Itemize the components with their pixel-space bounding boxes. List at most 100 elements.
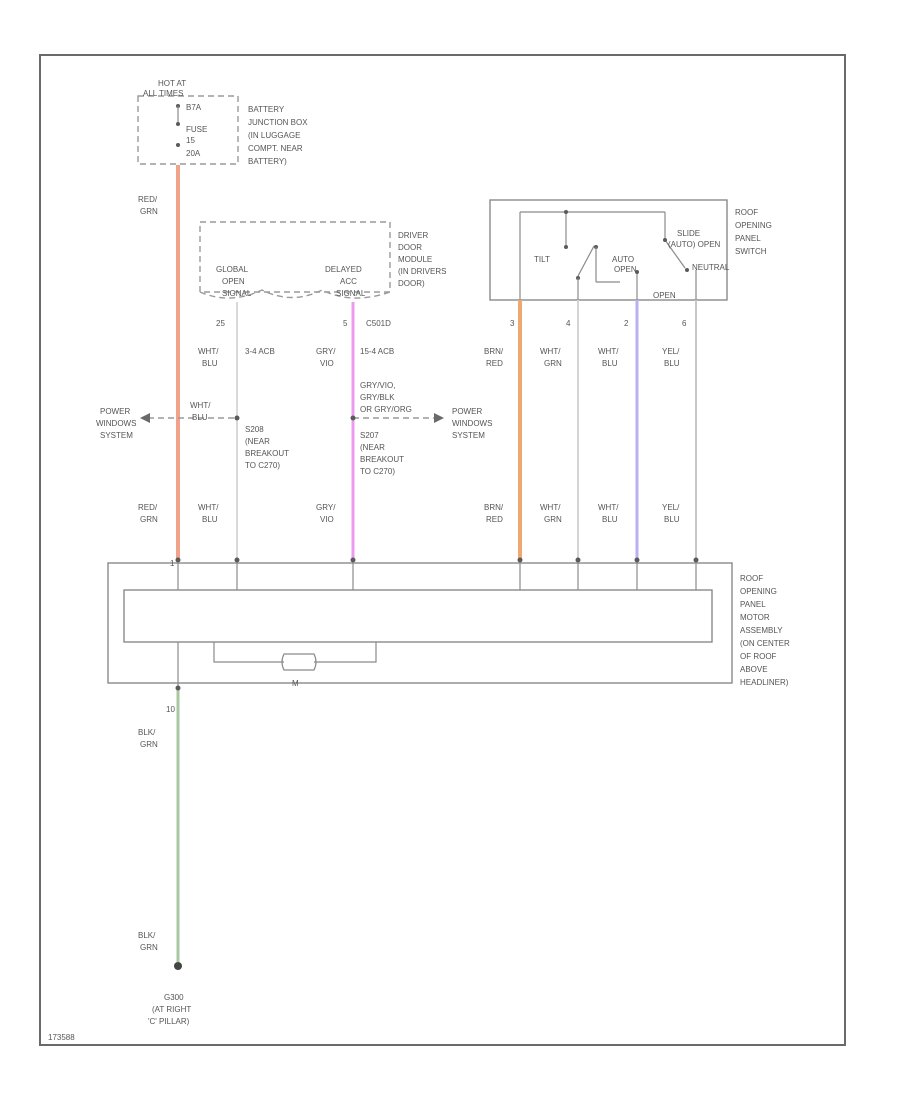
svg-text:15-4 ACB: 15-4 ACB (360, 347, 394, 356)
battery-junction-label: BATTERY JUNCTION BOX (IN LUGGAGE COMPT. … (248, 105, 308, 166)
svg-text:VIO: VIO (320, 515, 334, 524)
wire-label-blk-grn-bottom: BLK/ GRN (138, 931, 158, 952)
connector-c501d: C501D (366, 319, 391, 328)
svg-text:DOOR): DOOR) (398, 279, 425, 288)
ground-point (174, 962, 182, 970)
svg-text:GRN: GRN (140, 943, 158, 952)
wire-label-red-grn-top: RED/ GRN (138, 195, 158, 216)
motor-pin-feed: 1 (170, 559, 175, 568)
roof-opening-panel-motor: M 1 ROOF OPENING PANEL MOTOR ASSEMBLY (O… (107, 559, 790, 690)
diagram-frame (39, 54, 846, 1046)
svg-text:BRN/: BRN/ (484, 347, 504, 356)
svg-text:ABOVE: ABOVE (740, 665, 768, 674)
fuse-pin-top: B7A (186, 103, 202, 112)
svg-text:PANEL: PANEL (740, 600, 766, 609)
svg-text:(AUTO) OPEN: (AUTO) OPEN (668, 240, 721, 249)
svg-text:BLU: BLU (602, 515, 618, 524)
svg-text:GRY/: GRY/ (316, 503, 336, 512)
svg-text:COMPT. NEAR: COMPT. NEAR (248, 144, 303, 153)
svg-text:'C' PILLAR): 'C' PILLAR) (148, 1017, 190, 1026)
svg-text:BLU: BLU (202, 515, 218, 524)
svg-text:RED/: RED/ (138, 195, 158, 204)
svg-text:OPEN: OPEN (614, 265, 637, 274)
arrow-right-icon (434, 413, 444, 423)
svg-text:BLU: BLU (202, 359, 218, 368)
svg-text:OPENING: OPENING (735, 221, 772, 230)
delayed-acc-signal-label: DELAYED ACC SIGNAL (325, 265, 366, 298)
power-windows-left-label: POWER WINDOWS SYSTEM (96, 407, 136, 440)
svg-text:ROOF: ROOF (740, 574, 763, 583)
svg-text:(ON CENTER: (ON CENTER (740, 639, 790, 648)
svg-text:BATTERY: BATTERY (248, 105, 285, 114)
svg-text:WHT/: WHT/ (198, 503, 219, 512)
svg-text:BLU: BLU (664, 515, 680, 524)
svg-text:SIGNAL: SIGNAL (222, 289, 252, 298)
svg-text:GRY/: GRY/ (316, 347, 336, 356)
svg-text:SIGNAL: SIGNAL (336, 289, 366, 298)
driver-door-module: GLOBAL OPEN SIGNAL DELAYED ACC SIGNAL DR… (199, 221, 446, 328)
switch-pin-2: 2 (624, 319, 629, 328)
svg-text:HEADLINER): HEADLINER) (740, 678, 789, 687)
svg-text:WHT/: WHT/ (540, 503, 561, 512)
svg-text:BLU: BLU (192, 413, 208, 422)
figure-id: 173588 (48, 1033, 75, 1042)
wire-label-wht-blu-splice: WHT/ BLU (190, 401, 211, 422)
hot-at-label-1: HOT AT (158, 79, 186, 88)
roof-opening-panel-switch: TILT SLIDE (AUTO) OPEN AUTO OPEN NEUTRAL… (489, 199, 772, 328)
svg-text:G300: G300 (164, 993, 184, 1002)
svg-text:S207: S207 (360, 431, 379, 440)
svg-text:BREAKOUT: BREAKOUT (245, 449, 289, 458)
tilt-label: TILT (534, 255, 550, 264)
svg-text:S208: S208 (245, 425, 264, 434)
wire-label-yel-blu-top: YEL/ BLU (662, 347, 680, 368)
slide-label: SLIDE (AUTO) OPEN (668, 229, 721, 249)
svg-text:MOTOR: MOTOR (740, 613, 770, 622)
motor-connector-pins (175, 557, 699, 691)
fuse-label-1: FUSE (186, 125, 207, 134)
switch-pin-4: 4 (566, 319, 571, 328)
svg-text:OPEN: OPEN (222, 277, 245, 286)
svg-text:3-4 ACB: 3-4 ACB (245, 347, 275, 356)
svg-text:SYSTEM: SYSTEM (452, 431, 485, 440)
wire-label-gry-vio-splice: GRY/VIO, GRY/BLK OR GRY/ORG (360, 381, 412, 414)
wire-label-wht-grn-bottom: WHT/ GRN (540, 503, 562, 524)
wire-label-red-grn-bottom: RED/ GRN (138, 503, 158, 524)
motor-assembly-label: ROOF OPENING PANEL MOTOR ASSEMBLY (ON CE… (740, 574, 790, 687)
arrow-left-icon (140, 413, 150, 423)
wire-label-wht-blu-top: WHT/ BLU 3-4 ACB (198, 347, 275, 368)
svg-text:WINDOWS: WINDOWS (452, 419, 492, 428)
svg-text:(NEAR: (NEAR (245, 437, 270, 446)
svg-text:GRN: GRN (140, 207, 158, 216)
wire-label-brn-red-bottom: BRN/ RED (484, 503, 504, 524)
wire-label-wht-blu2-bottom: WHT/ BLU (598, 503, 619, 524)
global-open-pin: 25 (216, 319, 225, 328)
ground-g300-label: G300 (AT RIGHT 'C' PILLAR) (148, 993, 191, 1026)
wire-label-wht-blu2-top: WHT/ BLU (598, 347, 619, 368)
svg-text:GRN: GRN (140, 515, 158, 524)
svg-text:BLU: BLU (664, 359, 680, 368)
svg-text:ACC: ACC (340, 277, 357, 286)
global-open-signal-label: GLOBAL OPEN SIGNAL (216, 265, 252, 298)
driver-door-module-label: DRIVER DOOR MODULE (IN DRIVERS DOOR) (398, 231, 446, 288)
svg-text:ROOF: ROOF (735, 208, 758, 217)
wire-label-brn-red-top: BRN/ RED (484, 347, 504, 368)
svg-text:RED: RED (486, 515, 503, 524)
svg-text:GRN: GRN (544, 359, 562, 368)
svg-text:BREAKOUT: BREAKOUT (360, 455, 404, 464)
svg-text:SWITCH: SWITCH (735, 247, 767, 256)
splice-s208-label: S208 (NEAR BREAKOUT TO C270) (245, 425, 289, 470)
svg-text:POWER: POWER (452, 407, 482, 416)
switch-pin-6: 6 (682, 319, 687, 328)
svg-text:WHT/: WHT/ (190, 401, 211, 410)
svg-text:OF ROOF: OF ROOF (740, 652, 777, 661)
svg-text:VIO: VIO (320, 359, 334, 368)
svg-text:AUTO: AUTO (612, 255, 634, 264)
wire-label-gry-vio-top: GRY/ VIO 15-4 ACB (316, 347, 394, 368)
svg-text:OPENING: OPENING (740, 587, 777, 596)
svg-text:ASSEMBLY: ASSEMBLY (740, 626, 783, 635)
splice-s207-label: S207 (NEAR BREAKOUT TO C270) (360, 431, 404, 476)
wire-label-yel-blu-bottom: YEL/ BLU (662, 503, 680, 524)
svg-text:YEL/: YEL/ (662, 347, 680, 356)
svg-text:RED/: RED/ (138, 503, 158, 512)
